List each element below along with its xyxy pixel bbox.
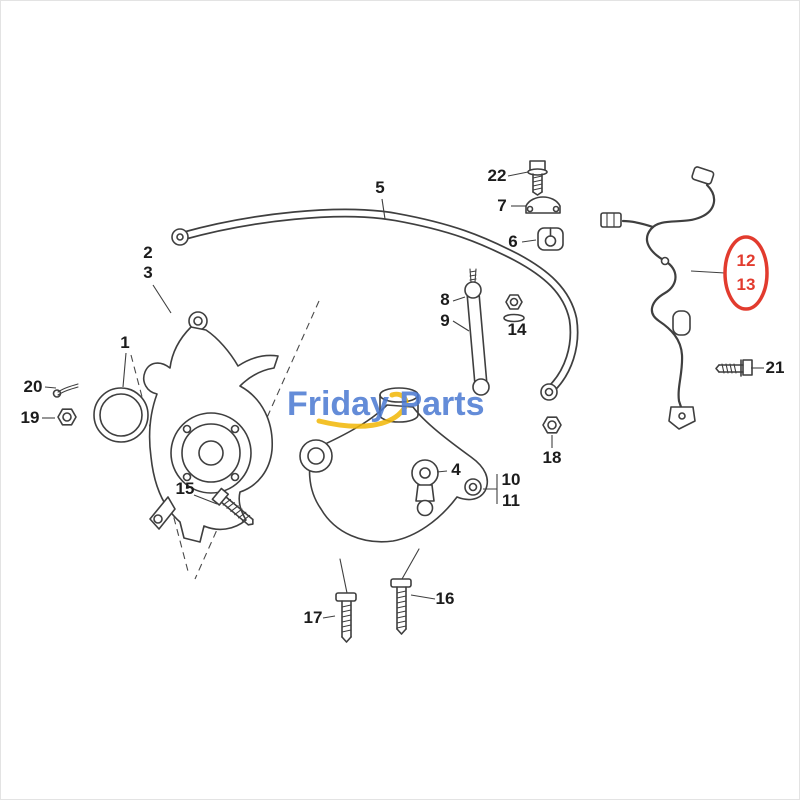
nut-19-drawing: [57, 408, 77, 426]
highlight-oval: [723, 235, 769, 311]
part-label-3: 3: [143, 263, 152, 282]
part-label-9: 9: [440, 311, 449, 330]
part-label-15: 15: [176, 479, 195, 498]
stabilizer-bar-drawing: [171, 208, 579, 401]
watermark-word1: Friday: [287, 385, 389, 423]
assembly-lines: [339, 548, 420, 594]
part-label-5: 5: [375, 178, 384, 197]
watermark: Friday Parts: [287, 385, 485, 429]
bolt-17-drawing: [335, 592, 357, 643]
bolt-16-drawing: [390, 578, 412, 635]
part-label-2: 2: [143, 243, 152, 262]
nut-18-drawing: [542, 416, 562, 434]
lower-control-arm-drawing: [299, 387, 489, 543]
part-label-19: 19: [21, 408, 40, 427]
part-label-1: 1: [120, 333, 129, 352]
part-label-8: 8: [440, 290, 449, 309]
part-label-13: 13: [737, 275, 756, 294]
part-label-11: 11: [502, 491, 520, 510]
watermark-swoosh-icon: [316, 391, 409, 429]
leader-lines: [42, 171, 764, 619]
cotter-pin-20-drawing: [52, 383, 79, 398]
watermark-word2: Parts: [399, 385, 484, 423]
nut-14-drawing: [503, 294, 525, 323]
bushing-6-drawing: [537, 227, 564, 251]
part-labels: 1 2 3 4 5 6 7 8 9 10 11 12 13 14 15 16 1…: [21, 166, 785, 627]
bolt-21-drawing: [715, 359, 753, 377]
hub-seal-ring-drawing: [93, 387, 149, 443]
steering-knuckle-drawing: [142, 311, 279, 543]
part-label-10: 10: [502, 470, 521, 489]
bushing-bracket-7-drawing: [525, 196, 561, 214]
part-label-12: 12: [737, 251, 756, 270]
stabilizer-link-drawing: [464, 268, 490, 396]
part-label-20: 20: [24, 377, 43, 396]
part-label-6: 6: [508, 232, 517, 251]
part-label-4: 4: [451, 460, 461, 479]
part-label-16: 16: [436, 589, 455, 608]
part-label-7: 7: [497, 196, 506, 215]
part-label-21: 21: [766, 358, 785, 377]
abs-sensor-harness-drawing: [600, 166, 716, 430]
part-label-17: 17: [304, 608, 323, 627]
bolt-15-drawing: [211, 487, 254, 526]
bolt-22-drawing: [527, 160, 548, 196]
part-label-14: 14: [508, 320, 527, 339]
part-label-18: 18: [543, 448, 562, 467]
part-label-22: 22: [488, 166, 507, 185]
